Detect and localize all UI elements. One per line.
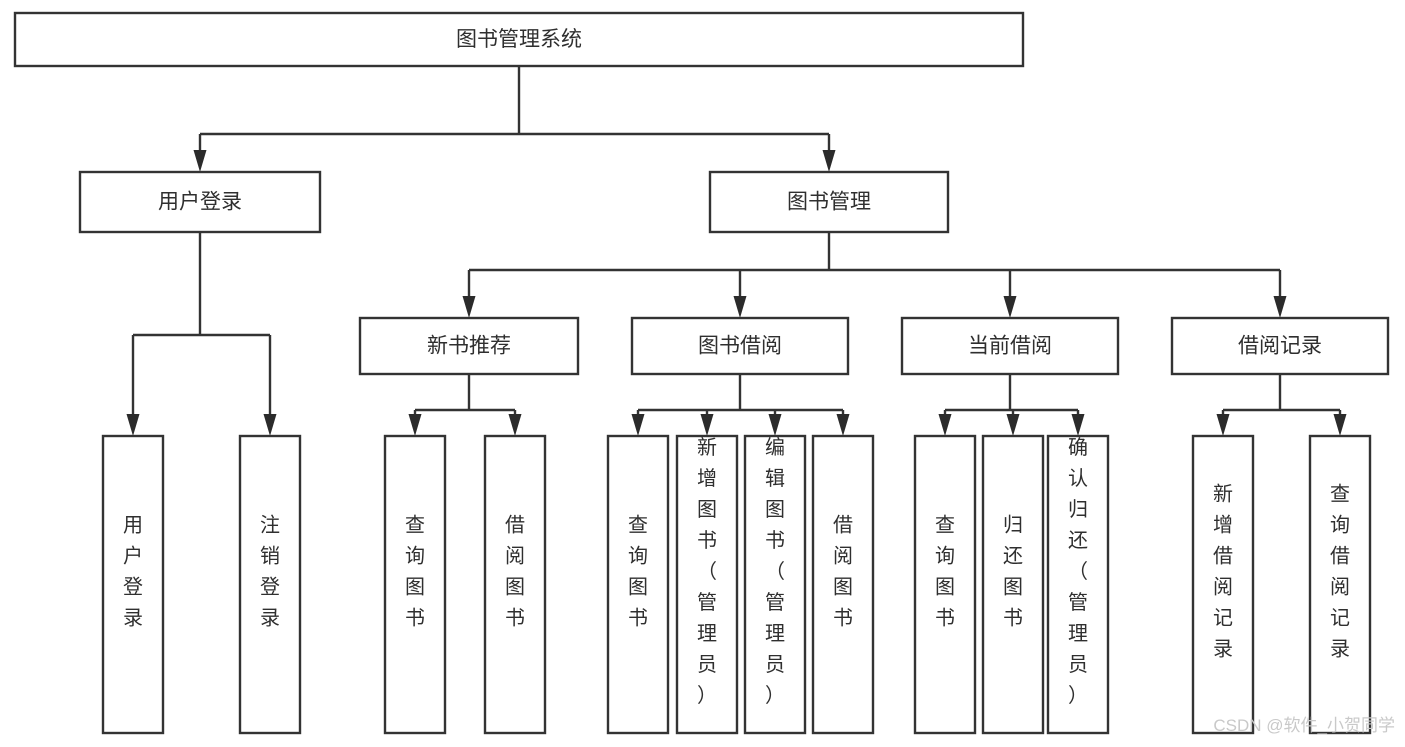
node-box [1170,316,1390,376]
nodes-layer: 图书管理系统用户登录图书管理新书推荐图书借阅当前借阅借阅记录用户登录注销登录查询… [13,11,1390,735]
node-label: 归还图书 [1003,514,1023,630]
node-box [675,434,739,735]
node-box [913,434,977,735]
node-label: 借阅图书 [505,514,525,630]
arrow-head-icon [1003,296,1017,318]
node-label: 新增图书（管理员） [697,436,717,707]
node-label: 新书推荐 [427,335,511,358]
arrow-head-icon [938,414,952,436]
node-box [743,434,807,735]
node-leaf-add-borrow-record[interactable]: 新增借阅记录 [1191,434,1255,735]
node-label: 查询借阅记录 [1330,483,1350,661]
node-label: 图书管理 [787,191,871,214]
node-label: 当前借阅 [968,335,1052,358]
node-leaf-user-login[interactable]: 用户登录 [101,434,165,735]
node-book-borrow[interactable]: 图书借阅 [630,316,850,376]
node-box [238,434,302,735]
node-box [630,316,850,376]
arrow-head-icon [631,414,645,436]
node-label: 查询图书 [405,514,425,630]
node-box [101,434,165,735]
arrow-head-icon [1071,414,1085,436]
node-root[interactable]: 图书管理系统 [13,11,1025,68]
arrow-head-icon [1006,414,1020,436]
arrow-head-icon [462,296,476,318]
node-leaf-query-borrow-record[interactable]: 查询借阅记录 [1308,434,1372,735]
arrow-head-icon [700,414,714,436]
node-box [900,316,1120,376]
node-box [1191,434,1255,735]
node-borrow-record[interactable]: 借阅记录 [1170,316,1390,376]
node-leaf-query-book-borrow[interactable]: 查询图书 [606,434,670,735]
node-new-book-recommend[interactable]: 新书推荐 [358,316,580,376]
arrow-head-icon [1273,296,1287,318]
node-label: 用户登录 [123,515,143,630]
node-label: 新增借阅记录 [1213,483,1233,661]
node-label: 借阅图书 [833,514,853,630]
node-box [78,170,322,234]
node-user-login[interactable]: 用户登录 [78,170,322,234]
node-leaf-borrow-book[interactable]: 借阅图书 [811,434,875,735]
arrow-head-icon [822,150,836,172]
node-label: 编辑图书（管理员） [765,436,785,707]
node-box [981,434,1045,735]
arrow-head-icon [1333,414,1347,436]
node-box [811,434,875,735]
node-leaf-borrow-book-rec[interactable]: 借阅图书 [483,434,547,735]
arrow-head-icon [263,414,277,436]
node-leaf-query-book-rec[interactable]: 查询图书 [383,434,447,735]
node-leaf-confirm-return-admin[interactable]: 确认归还（管理员） [1046,434,1110,735]
node-label: 查询图书 [935,514,955,630]
node-leaf-edit-book-admin[interactable]: 编辑图书（管理员） [743,434,807,735]
edges-layer [126,66,1347,436]
node-leaf-query-book-cur[interactable]: 查询图书 [913,434,977,735]
node-leaf-add-book-admin[interactable]: 新增图书（管理员） [675,434,739,735]
node-label: 确认归还（管理员） [1068,436,1088,707]
node-box [606,434,670,735]
arrow-head-icon [408,414,422,436]
node-label: 查询图书 [628,514,648,630]
node-box [358,316,580,376]
csdn-watermark: CSDN @软件_小贺同学 [1213,716,1395,735]
node-label: 图书借阅 [698,335,782,358]
node-leaf-return-book[interactable]: 归还图书 [981,434,1045,735]
node-label: 用户登录 [158,191,242,214]
node-leaf-logout-login[interactable]: 注销登录 [238,434,302,735]
node-box [483,434,547,735]
node-box [13,11,1025,68]
node-box [708,170,950,234]
arrow-head-icon [1216,414,1230,436]
node-label: 注销登录 [260,514,280,630]
node-book-manage[interactable]: 图书管理 [708,170,950,234]
arrow-head-icon [193,150,207,172]
arrow-head-icon [768,414,782,436]
node-box [383,434,447,735]
node-label: 借阅记录 [1238,335,1322,358]
arrow-head-icon [126,414,140,436]
node-label: 图书管理系统 [456,28,582,51]
node-box [1046,434,1110,735]
arrow-head-icon [508,414,522,436]
arrow-head-icon [733,296,747,318]
arrow-head-icon [836,414,850,436]
node-box [1308,434,1372,735]
node-current-borrow[interactable]: 当前借阅 [900,316,1120,376]
